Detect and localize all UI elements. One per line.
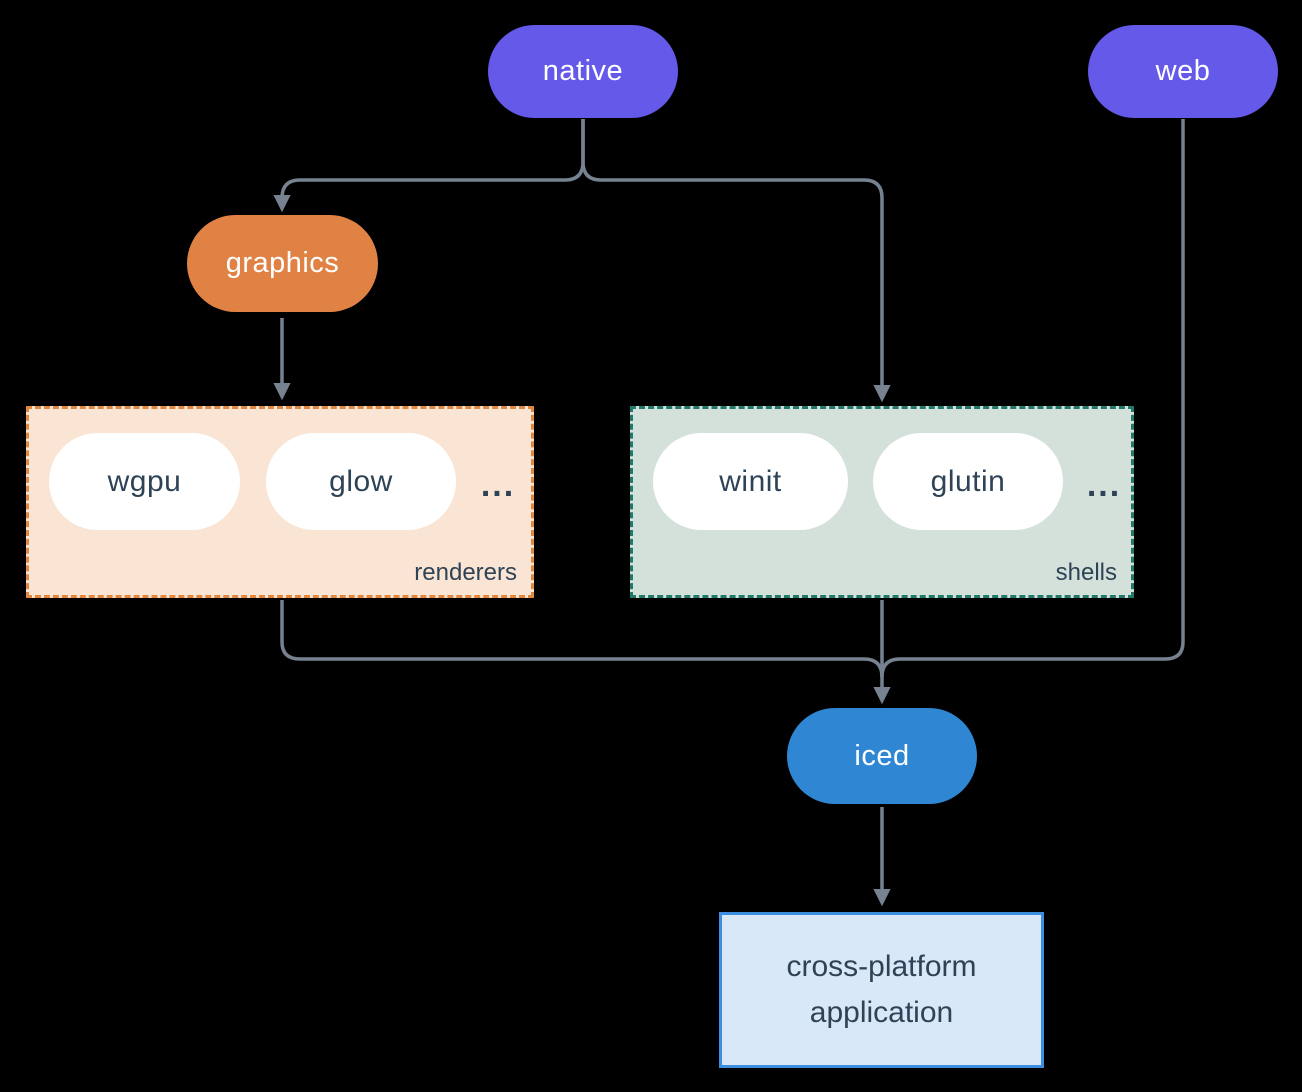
edge-native-to-shells (581, 119, 891, 403)
node-web-label: web (1155, 55, 1211, 87)
node-cross-platform-application: cross-platform application (719, 912, 1044, 1068)
node-winit-label: winit (719, 464, 782, 498)
edge-native-to-graphics (273, 119, 585, 213)
node-glutin-label: glutin (930, 464, 1006, 498)
edge-renderers-to-merge (280, 600, 884, 678)
shells-ellipsis: ... (1086, 465, 1122, 504)
app-box-label: cross-platform application (786, 949, 977, 1030)
node-web: web (1088, 25, 1278, 118)
node-graphics: graphics (187, 215, 378, 312)
edge-web-to-merge (880, 119, 1185, 678)
renderers-group-label: renderers (414, 559, 517, 586)
node-wgpu-label: wgpu (107, 464, 182, 498)
node-native-label: native (542, 55, 624, 87)
node-graphics-label: graphics (225, 247, 340, 279)
node-winit: winit (653, 433, 848, 530)
node-glow: glow (266, 433, 456, 530)
node-glow-label: glow (329, 464, 393, 498)
node-native: native (488, 25, 678, 118)
node-iced-label: iced (854, 739, 910, 772)
shells-group-label: shells (1055, 559, 1117, 586)
renderers-ellipsis: ... (480, 465, 516, 504)
group-shells: winit glutin ... shells (630, 406, 1134, 598)
node-iced: iced (787, 708, 977, 804)
node-wgpu: wgpu (49, 433, 240, 530)
node-glutin: glutin (873, 433, 1063, 530)
group-renderers: wgpu glow ... renderers (26, 406, 534, 598)
